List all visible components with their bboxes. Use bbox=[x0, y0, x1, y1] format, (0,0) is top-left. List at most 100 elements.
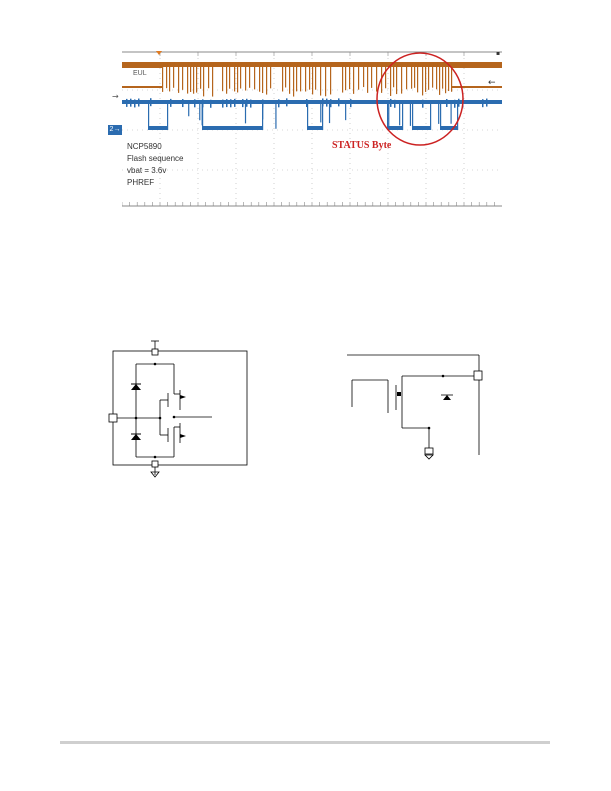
ch2-noise bbox=[422, 99, 424, 108]
open-drain-schematic bbox=[340, 345, 490, 465]
ch1-pulse bbox=[193, 62, 195, 94]
ch2-segment bbox=[122, 100, 502, 104]
ch1-segment bbox=[214, 62, 222, 67]
ch2-glitch bbox=[328, 104, 331, 124]
ch1-pulse bbox=[203, 62, 205, 97]
ch2-noise bbox=[182, 99, 184, 108]
ch1-pulse bbox=[254, 62, 256, 90]
ch1-pulse bbox=[200, 62, 202, 89]
ch2-noise bbox=[262, 99, 264, 108]
ch1-segment bbox=[222, 62, 272, 67]
ch1-pulse bbox=[208, 62, 210, 89]
ch1-pulse bbox=[266, 62, 268, 95]
ch1-segment bbox=[452, 86, 502, 88]
ch2-noise bbox=[234, 98, 236, 107]
ch2-noise bbox=[210, 99, 212, 108]
ch1-pulse bbox=[173, 62, 175, 88]
ch2-glitch bbox=[275, 104, 277, 129]
ch2-edge bbox=[402, 100, 404, 130]
ch1-pulse bbox=[406, 62, 408, 90]
ch1-pulse bbox=[422, 62, 424, 96]
ch2-noise bbox=[202, 99, 204, 108]
ch2-glitch bbox=[345, 104, 347, 121]
ch1-pulse bbox=[282, 62, 284, 92]
ch2-low-segment bbox=[387, 126, 402, 130]
ch2-low-segment bbox=[202, 126, 262, 130]
ch2-noise bbox=[246, 98, 248, 107]
ch2-noise bbox=[338, 98, 340, 107]
ch1-pulse bbox=[296, 62, 298, 92]
ch1-pulse bbox=[222, 62, 224, 92]
ch2-noise bbox=[222, 99, 224, 108]
ch1-segment bbox=[452, 62, 502, 68]
ch1-pulse bbox=[229, 62, 231, 89]
ch1-pulse bbox=[262, 62, 264, 94]
ch1-pulse bbox=[401, 62, 403, 94]
ch1-pulse bbox=[439, 62, 441, 95]
ch1-pulse bbox=[289, 62, 291, 94]
ch1-pulse bbox=[245, 62, 247, 91]
ch1-pulse bbox=[190, 62, 192, 92]
ch1-pulse bbox=[417, 62, 419, 93]
ch1-segment bbox=[122, 86, 162, 88]
ch1-pulse bbox=[315, 62, 317, 90]
scope-note-device: NCP5890 bbox=[127, 142, 162, 151]
ch1-segment bbox=[282, 62, 332, 67]
ch1-pulse bbox=[390, 62, 392, 96]
ch1-pulse bbox=[367, 62, 369, 93]
ch2-noise bbox=[230, 99, 232, 108]
oscilloscope-capture: ← ▪ EUL NCP5890 Flash sequence vbat = 3.… bbox=[122, 50, 502, 208]
highlight-circle bbox=[376, 52, 464, 146]
ch2-glitch bbox=[388, 104, 390, 129]
ch1-pulse bbox=[358, 62, 360, 90]
ch1-segment bbox=[122, 62, 162, 68]
ch1-pulse bbox=[451, 62, 453, 92]
ch2-edge bbox=[412, 100, 414, 130]
ch1-pulse bbox=[305, 62, 307, 92]
io-protection-diode-schematic-icon bbox=[108, 340, 248, 478]
ch1-pulse bbox=[353, 62, 355, 94]
ch1-pulse bbox=[226, 62, 228, 94]
ch1-pulse bbox=[448, 62, 450, 92]
ch1-pulse bbox=[445, 62, 447, 94]
ch1-pulse bbox=[285, 62, 287, 88]
ch1-pulse bbox=[309, 62, 311, 90]
ch1-pulse bbox=[432, 62, 434, 88]
ch2-noise bbox=[150, 98, 152, 107]
ch2-glitch bbox=[320, 104, 322, 123]
ch1-pulse bbox=[312, 62, 314, 95]
ch2-glitch bbox=[399, 104, 401, 126]
channel1-tag: EUL bbox=[133, 70, 147, 77]
scope-note-vbat: vbat = 3.6v bbox=[127, 166, 167, 175]
ch1-pulse bbox=[182, 62, 184, 90]
trigger-marker-icon bbox=[156, 51, 162, 55]
ch2-low-segment bbox=[307, 126, 322, 130]
ch1-pulse bbox=[166, 62, 168, 89]
ch2-noise bbox=[350, 99, 352, 108]
ch2-glitch bbox=[409, 104, 412, 126]
ch2-noise bbox=[390, 98, 392, 107]
channel2-trace bbox=[122, 98, 502, 130]
scope-graticule: ← ▪ bbox=[122, 50, 502, 207]
ch1-pulse bbox=[436, 62, 438, 90]
ch2-glitch bbox=[438, 104, 440, 124]
ch1-pulse bbox=[425, 62, 427, 92]
ch2-glitch bbox=[201, 104, 203, 126]
ch1-pulse bbox=[411, 62, 413, 89]
ch2-noise bbox=[250, 99, 252, 108]
ch2-noise bbox=[446, 98, 448, 107]
ch2-glitch bbox=[262, 104, 264, 120]
ch1-pulse bbox=[237, 62, 239, 93]
ch2-low-segment bbox=[412, 126, 430, 130]
ch1-pulse bbox=[259, 62, 261, 92]
ch1-pulse bbox=[345, 62, 347, 91]
ch2-edge bbox=[322, 100, 324, 130]
ch1-pulse bbox=[240, 62, 242, 89]
ch2-edge bbox=[387, 100, 389, 130]
ch2-noise bbox=[126, 98, 128, 107]
ch1-pulse bbox=[385, 62, 387, 89]
ch2-glitch bbox=[450, 104, 452, 124]
ch2-noise bbox=[330, 99, 332, 108]
ch1-pulse bbox=[270, 62, 272, 89]
ch2-edge bbox=[430, 100, 432, 130]
